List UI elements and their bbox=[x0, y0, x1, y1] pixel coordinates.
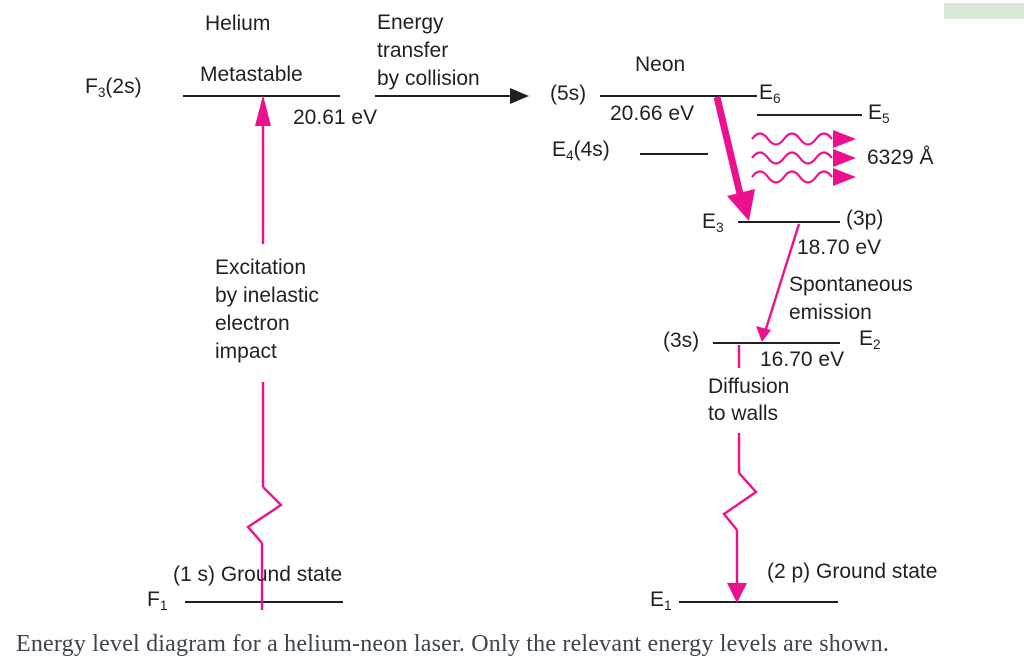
diffusion-label: Diffusion to walls bbox=[708, 373, 789, 427]
figure-caption: Energy level diagram for a helium-neon l… bbox=[16, 631, 890, 657]
excitation-label: Excitation by inelastic electron impact bbox=[215, 254, 319, 366]
f1-level-label-sub: 1 bbox=[159, 598, 168, 614]
excitation-line-4: impact bbox=[215, 340, 277, 363]
e2-level-label-sub: 2 bbox=[873, 337, 881, 353]
excitation-line-2: by inelastic bbox=[215, 284, 319, 307]
photon-wave-3 bbox=[751, 170, 833, 184]
f1-level-label: F1 bbox=[147, 588, 168, 614]
e6-level-label-sub: 6 bbox=[773, 91, 781, 107]
energy-transfer-arrow-head bbox=[510, 88, 529, 104]
diffusion-arrow-head bbox=[727, 583, 747, 603]
e4-level-label-post: (4s) bbox=[573, 138, 610, 161]
f3-level-label: F3(2s) bbox=[85, 75, 142, 101]
e4-level-label: E4(4s) bbox=[552, 138, 610, 164]
level-3s-label: (3s) bbox=[663, 329, 700, 352]
e1-level-label-sub: 1 bbox=[664, 598, 672, 614]
photon-wave-1 bbox=[751, 132, 833, 146]
energy-transfer-label: Energy transfer by collision bbox=[377, 9, 480, 93]
diffusion-line-1: Diffusion bbox=[708, 375, 790, 398]
photon-wave-3-arrow-head bbox=[833, 168, 856, 186]
e4-level-label-pre: E bbox=[552, 138, 567, 161]
e5-level-label: E5 bbox=[868, 101, 890, 127]
f1-level-label-pre: F bbox=[147, 588, 160, 611]
stimulated-emission-arrow-head bbox=[727, 189, 755, 221]
e2-level-label-pre: E bbox=[859, 327, 874, 350]
e3-level-label: E3 bbox=[702, 210, 724, 236]
level-3p-label: (3p) bbox=[846, 207, 884, 230]
f3-level-label-sub: 3 bbox=[97, 85, 106, 101]
f3-level-label-post: (2s) bbox=[105, 75, 142, 98]
e3-level-label-sub: 3 bbox=[716, 220, 724, 236]
f3-energy-value: 20.61 eV bbox=[293, 106, 378, 129]
highlight-mark bbox=[944, 3, 1024, 19]
e6-level-label: E6 bbox=[759, 81, 781, 107]
excitation-arrow-head bbox=[255, 95, 271, 126]
metastable-label: Metastable bbox=[200, 63, 303, 86]
energy-transfer-line-3: by collision bbox=[377, 67, 480, 90]
f3-level-label-pre: F bbox=[85, 75, 98, 98]
wavelength-label: 6329 Å bbox=[867, 146, 934, 169]
neon-ground-state-label: (2 p) Ground state bbox=[767, 560, 938, 583]
stimulated-emission-arrow-shaft bbox=[713, 96, 745, 199]
energy-5s-value: 20.66 eV bbox=[610, 102, 695, 125]
energy-3p-value: 18.70 eV bbox=[797, 236, 882, 259]
level-5s-label: (5s) bbox=[550, 82, 587, 105]
energy-transfer-line-2: transfer bbox=[377, 39, 449, 62]
helium-title: Helium bbox=[205, 12, 271, 35]
excitation-line-3: electron bbox=[215, 312, 290, 335]
photon-wave-2 bbox=[751, 151, 833, 165]
e5-level-label-pre: E bbox=[868, 101, 883, 124]
excitation-line-1: Excitation bbox=[215, 256, 307, 279]
excitation-arrow-zigzag bbox=[246, 486, 283, 544]
photon-wave-1-arrow-head bbox=[833, 130, 856, 148]
diffusion-arrow-zigzag bbox=[722, 472, 758, 531]
diffusion-line-2: to walls bbox=[708, 402, 779, 425]
energy-3s-value: 16.70 eV bbox=[760, 348, 845, 371]
e1-level-label: E1 bbox=[650, 588, 672, 614]
e2-level-label: E2 bbox=[859, 327, 881, 353]
e3-level-label-pre: E bbox=[702, 210, 717, 233]
e4-level-label-sub: 4 bbox=[566, 148, 574, 164]
e1-level-label-pre: E bbox=[650, 588, 665, 611]
spontaneous-emission-label: Spontaneous emission bbox=[789, 271, 913, 327]
helium-ground-state-label: (1 s) Ground state bbox=[173, 563, 343, 586]
spontaneous-emission-arrow-head bbox=[756, 326, 771, 342]
energy-transfer-line-1: Energy bbox=[377, 11, 444, 34]
e5-level-label-sub: 5 bbox=[882, 111, 890, 127]
e6-level-label-pre: E bbox=[759, 81, 774, 104]
spontaneous-emission-line-2: emission bbox=[789, 301, 872, 324]
spontaneous-emission-arrow-shaft bbox=[763, 223, 801, 333]
neon-title: Neon bbox=[635, 53, 686, 76]
spontaneous-emission-line-1: Spontaneous bbox=[789, 273, 913, 296]
photon-wave-2-arrow-head bbox=[833, 149, 856, 167]
